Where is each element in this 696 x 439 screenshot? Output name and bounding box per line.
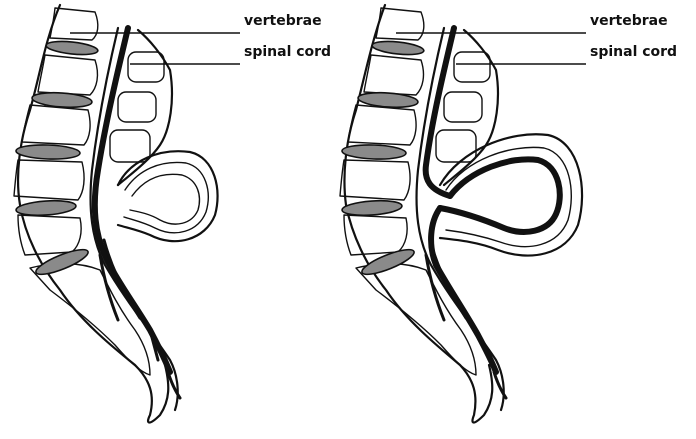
right-sacrum [356,264,476,375]
left-lamina-2 [118,92,156,122]
left-vertebra-4 [14,160,84,200]
left-disc-1 [46,39,99,56]
left-vertebra-2 [38,55,97,95]
right-lamina-3 [436,130,476,162]
right-cord-loop [440,159,560,232]
left-figure [14,5,218,423]
right-vertebra-2 [364,55,423,95]
left-spinal-cord-label: spinal cord [244,44,331,60]
right-lamina-1 [454,52,490,82]
left-lamina-3 [110,130,150,162]
right-disc-1 [372,39,425,56]
left-vertebrae-label: vertebrae [244,13,322,29]
right-canal-wall-front [417,28,504,410]
right-figure [340,5,582,423]
left-labels: vertebrae spinal cord [70,13,331,64]
right-spinal-cord-label: spinal cord [590,44,677,60]
right-vertebra-3 [348,105,416,145]
right-disc-4 [342,199,403,217]
left-sacrum [30,264,150,375]
right-disc-3 [342,144,406,160]
left-vertebra-3 [22,105,90,145]
left-sac-outer [118,151,218,241]
right-vertebra-4 [340,160,410,200]
left-lamina-1 [128,52,164,82]
left-disc-4 [16,199,77,217]
left-disc-3 [16,144,80,160]
right-lamina-2 [444,92,482,122]
left-sac-inner [130,174,199,224]
right-vertebrae-label: vertebrae [590,13,668,29]
